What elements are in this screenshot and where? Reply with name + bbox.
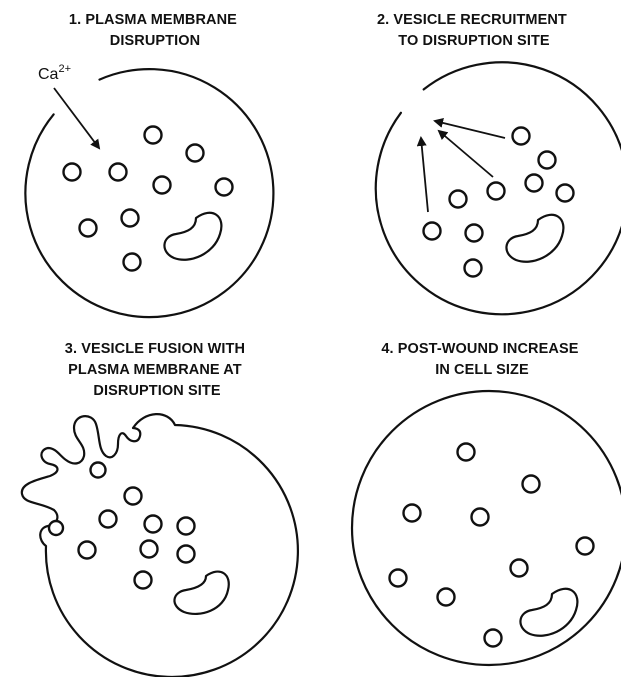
- panel-1-title-line-1: 1. PLASMA MEMBRANE: [69, 12, 237, 28]
- panel-3-title-line-1: 3. VESICLE FUSION WITH: [65, 341, 245, 357]
- panel-4-vesicle: [472, 509, 489, 526]
- panel-3-vesicle: [125, 488, 142, 505]
- calcium-ion-charge: 2+: [58, 63, 71, 75]
- panel-3-fusing-vesicle: [91, 463, 106, 478]
- panel-1-vesicle: [110, 164, 127, 181]
- panel-3-vesicle: [100, 511, 117, 528]
- panel-4-title: 4. POST-WOUND INCREASE IN CELL SIZE: [381, 341, 582, 378]
- panel-2-vesicle: [488, 183, 505, 200]
- panel-1-vesicle: [216, 179, 233, 196]
- panel-1-vesicle: [80, 220, 97, 237]
- panel-2-vesicle: [450, 191, 467, 208]
- panel-4-vesicle: [438, 589, 455, 606]
- panel-4-vesicle: [485, 630, 502, 647]
- panel-2-vesicle: [526, 175, 543, 192]
- panel-2-title: 2. VESICLE RECRUITMENT TO DISRUPTION SIT…: [377, 12, 571, 49]
- panel-3-plasma-membrane: [22, 414, 298, 677]
- panel-1: 1. PLASMA MEMBRANE DISRUPTION Ca2+: [25, 12, 273, 317]
- panel-4-organelle: [520, 589, 577, 636]
- panel-1-vesicle: [154, 177, 171, 194]
- calcium-ion-label: Ca2+: [38, 63, 71, 83]
- panel-1-vesicle: [187, 145, 204, 162]
- panel-4-vesicle: [404, 505, 421, 522]
- panel-1-vesicle: [64, 164, 81, 181]
- panel-3-vesicle: [141, 541, 158, 558]
- panel-4-vesicle: [390, 570, 407, 587]
- panel-2-vesicle: [465, 260, 482, 277]
- panel-3-vesicle: [145, 516, 162, 533]
- vesicle-recruitment-arrow: [421, 138, 428, 212]
- panel-3-title-line-3: DISRUPTION SITE: [93, 383, 220, 399]
- panel-4-vesicle: [523, 476, 540, 493]
- panel-2-vesicle: [424, 223, 441, 240]
- panel-2-vesicle: [539, 152, 556, 169]
- panel-1-plasma-membrane: [25, 69, 273, 317]
- panel-1-organelle: [164, 213, 221, 260]
- panel-4-vesicle: [458, 444, 475, 461]
- panel-4-vesicle: [577, 538, 594, 555]
- panel-4: 4. POST-WOUND INCREASE IN CELL SIZE: [352, 341, 621, 665]
- panel-3-title-line-2: PLASMA MEMBRANE AT: [68, 362, 242, 378]
- panel-3: 3. VESICLE FUSION WITH PLASMA MEMBRANE A…: [22, 341, 298, 677]
- panel-1-vesicle: [122, 210, 139, 227]
- panel-4-title-line-1: 4. POST-WOUND INCREASE: [381, 341, 578, 357]
- panel-3-vesicle: [79, 542, 96, 559]
- panel-3-vesicle: [135, 572, 152, 589]
- panel-3-vesicle: [178, 518, 195, 535]
- panel-2-vesicle: [557, 185, 574, 202]
- panel-2-title-line-1: 2. VESICLE RECRUITMENT: [377, 12, 567, 28]
- panel-2-vesicle: [513, 128, 530, 145]
- panel-3-vesicle: [178, 546, 195, 563]
- panel-4-plasma-membrane: [352, 391, 621, 665]
- panel-2-organelle: [506, 215, 563, 262]
- calcium-influx-arrow: [54, 88, 99, 148]
- panel-3-organelle: [174, 572, 228, 614]
- panel-1-title-line-2: DISRUPTION: [110, 33, 200, 49]
- panel-1-vesicle: [145, 127, 162, 144]
- panel-4-vesicle: [511, 560, 528, 577]
- panel-3-fusing-vesicle: [49, 521, 63, 535]
- panel-2-vesicle: [466, 225, 483, 242]
- panel-4-title-line-2: IN CELL SIZE: [435, 362, 529, 378]
- vesicle-recruitment-arrow: [439, 131, 493, 177]
- panel-2-title-line-2: TO DISRUPTION SITE: [398, 33, 550, 49]
- panel-3-title: 3. VESICLE FUSION WITH PLASMA MEMBRANE A…: [65, 341, 249, 399]
- panel-1-title: 1. PLASMA MEMBRANE DISRUPTION: [69, 12, 241, 49]
- panel-1-vesicle: [124, 254, 141, 271]
- calcium-ion-symbol: Ca: [38, 66, 59, 83]
- panel-2: 2. VESICLE RECRUITMENT TO DISRUPTION SIT…: [376, 12, 621, 314]
